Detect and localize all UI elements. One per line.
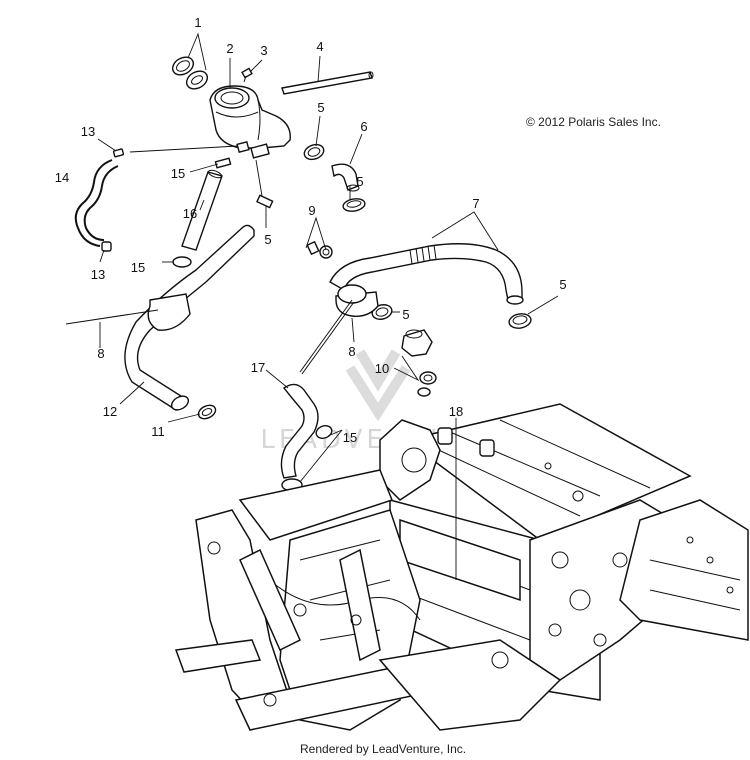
callout-11: 11 bbox=[151, 424, 165, 439]
part-thermostat-housing bbox=[401, 329, 433, 357]
part-4-rod bbox=[281, 71, 374, 95]
callout-4: 4 bbox=[316, 39, 323, 54]
callout-12: 12 bbox=[103, 404, 117, 419]
part-12-lower-hose bbox=[65, 224, 255, 411]
callout-3: 3 bbox=[260, 43, 267, 58]
callout-5: 5 bbox=[559, 277, 566, 292]
callout-18: 18 bbox=[449, 404, 463, 419]
callout-6: 6 bbox=[360, 119, 367, 134]
part-9-bleed-screw bbox=[306, 240, 333, 259]
part-17-small-hose bbox=[280, 383, 319, 479]
callout-8: 8 bbox=[348, 344, 355, 359]
callout-17: 17 bbox=[251, 360, 265, 375]
callout-5: 5 bbox=[402, 307, 409, 322]
callout-15: 15 bbox=[343, 430, 357, 445]
copyright-text: © 2012 Polaris Sales Inc. bbox=[526, 115, 661, 129]
callout-5: 5 bbox=[356, 174, 363, 189]
part-15-clamp-b bbox=[172, 256, 192, 268]
part-16-hose bbox=[181, 169, 223, 251]
callout-14: 14 bbox=[55, 170, 69, 185]
callout-9: 9 bbox=[308, 203, 315, 218]
callout-5: 5 bbox=[317, 100, 324, 115]
part-5-clamp-b bbox=[342, 198, 366, 212]
leader-lines bbox=[97, 32, 559, 580]
part-13-fitting-b bbox=[101, 241, 112, 252]
callout-7: 7 bbox=[472, 196, 479, 211]
part-14-overflow-hose bbox=[74, 159, 119, 247]
part-5-clamp-d bbox=[371, 304, 393, 320]
callout-10: 10 bbox=[375, 361, 389, 376]
part-6-elbow-hose bbox=[331, 163, 360, 192]
part-5-clamp-a bbox=[303, 143, 325, 161]
leadventure-logo-icon bbox=[345, 349, 411, 422]
footer-text: Rendered by LeadVenture, Inc. bbox=[300, 742, 466, 756]
callout-15: 15 bbox=[131, 260, 145, 275]
part-7-long-hose bbox=[329, 243, 524, 305]
part-1-cap-gasket bbox=[171, 56, 209, 90]
part-2-coolant-bottle bbox=[209, 85, 291, 159]
callout-8: 8 bbox=[97, 346, 104, 361]
callout-5: 5 bbox=[264, 232, 271, 247]
callout-labels: 1 2 3 4 5 6 5 7 13 14 15 16 5 9 13 15 5 … bbox=[55, 15, 567, 445]
part-8-bracket-right bbox=[299, 284, 379, 375]
callout-13: 13 bbox=[81, 124, 95, 139]
callout-16: 16 bbox=[183, 206, 197, 221]
callout-13: 13 bbox=[91, 267, 105, 282]
part-10-thermostat bbox=[417, 371, 437, 397]
part-18-chassis-frame bbox=[174, 403, 749, 731]
part-15-clamp-a bbox=[214, 157, 232, 169]
callout-2: 2 bbox=[226, 41, 233, 56]
part-5-clamp-c bbox=[256, 194, 274, 209]
part-13-fitting-a bbox=[112, 148, 125, 158]
callout-15: 15 bbox=[171, 166, 185, 181]
callout-1: 1 bbox=[194, 15, 201, 30]
part-3-screw bbox=[241, 67, 253, 83]
part-5-clamp-e bbox=[508, 313, 532, 329]
part-11-clamp bbox=[197, 404, 217, 420]
